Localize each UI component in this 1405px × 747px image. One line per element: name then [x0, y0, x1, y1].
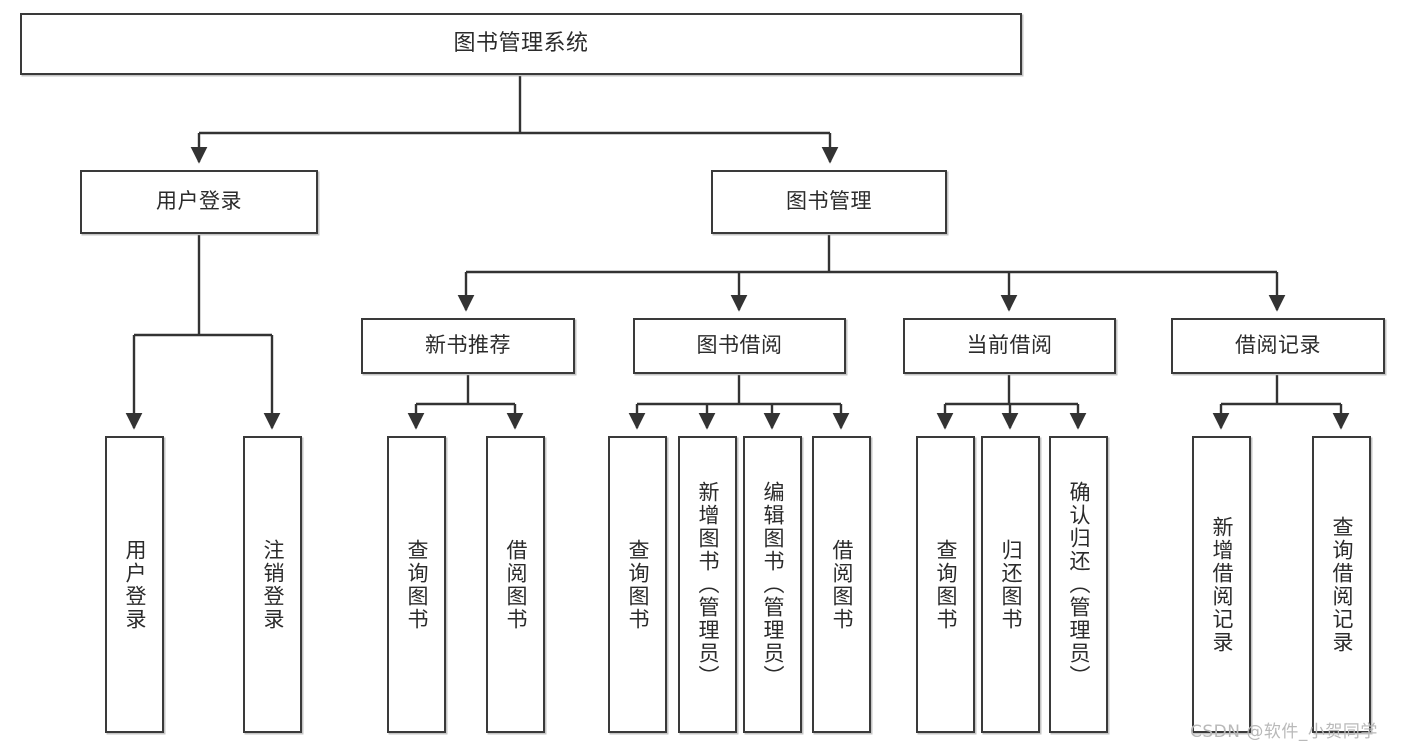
node-leaf-query-book-3-label: 查询图书 [934, 538, 958, 631]
node-leaf-query-book-1[interactable]: 查询图书 [387, 436, 446, 733]
node-leaf-query-book-1-label: 查询图书 [405, 538, 429, 631]
node-leaf-add-book-label: 新增图书（管理员） [696, 481, 720, 688]
node-leaf-add-record-label: 新增借阅记录 [1210, 515, 1234, 654]
node-current-borrow[interactable]: 当前借阅 [903, 318, 1116, 374]
node-leaf-borrow-book-2-label: 借阅图书 [830, 538, 854, 631]
node-book-borrow[interactable]: 图书借阅 [633, 318, 846, 374]
node-user-login[interactable]: 用户登录 [80, 170, 318, 234]
node-leaf-user-login-label: 用户登录 [123, 538, 147, 631]
node-new-book-rec[interactable]: 新书推荐 [361, 318, 575, 374]
node-leaf-borrow-book-1[interactable]: 借阅图书 [486, 436, 545, 733]
node-leaf-edit-book[interactable]: 编辑图书（管理员） [743, 436, 802, 733]
node-leaf-confirm-return[interactable]: 确认归还（管理员） [1049, 436, 1108, 733]
node-book-manage-label: 图书管理 [786, 189, 872, 214]
node-book-manage[interactable]: 图书管理 [711, 170, 947, 234]
node-leaf-query-record-label: 查询借阅记录 [1330, 515, 1354, 654]
node-leaf-add-book[interactable]: 新增图书（管理员） [678, 436, 737, 733]
node-leaf-return-book-label: 归还图书 [999, 538, 1023, 631]
csdn-watermark: CSDN @软件_小贺同学 [1190, 722, 1378, 742]
node-leaf-query-book-2-label: 查询图书 [626, 538, 650, 631]
node-borrow-record-label: 借阅记录 [1235, 333, 1321, 358]
node-leaf-logout-label: 注销登录 [261, 538, 285, 631]
node-leaf-query-book-2[interactable]: 查询图书 [608, 436, 667, 733]
node-user-login-label: 用户登录 [156, 189, 242, 214]
node-leaf-query-book-3[interactable]: 查询图书 [916, 436, 975, 733]
node-leaf-query-record[interactable]: 查询借阅记录 [1312, 436, 1371, 733]
node-root-label: 图书管理系统 [453, 30, 589, 56]
node-leaf-borrow-book-2[interactable]: 借阅图书 [812, 436, 871, 733]
node-leaf-confirm-return-label: 确认归还（管理员） [1067, 481, 1091, 688]
node-book-borrow-label: 图书借阅 [696, 333, 783, 358]
node-leaf-add-record[interactable]: 新增借阅记录 [1192, 436, 1251, 733]
node-borrow-record[interactable]: 借阅记录 [1171, 318, 1385, 374]
node-leaf-return-book[interactable]: 归还图书 [981, 436, 1040, 733]
node-current-borrow-label: 当前借阅 [966, 333, 1053, 358]
node-leaf-borrow-book-1-label: 借阅图书 [504, 538, 528, 631]
node-leaf-edit-book-label: 编辑图书（管理员） [761, 481, 785, 688]
node-new-book-rec-label: 新书推荐 [425, 333, 511, 358]
node-root[interactable]: 图书管理系统 [20, 13, 1022, 75]
node-leaf-user-login[interactable]: 用户登录 [105, 436, 164, 733]
node-leaf-logout[interactable]: 注销登录 [243, 436, 302, 733]
